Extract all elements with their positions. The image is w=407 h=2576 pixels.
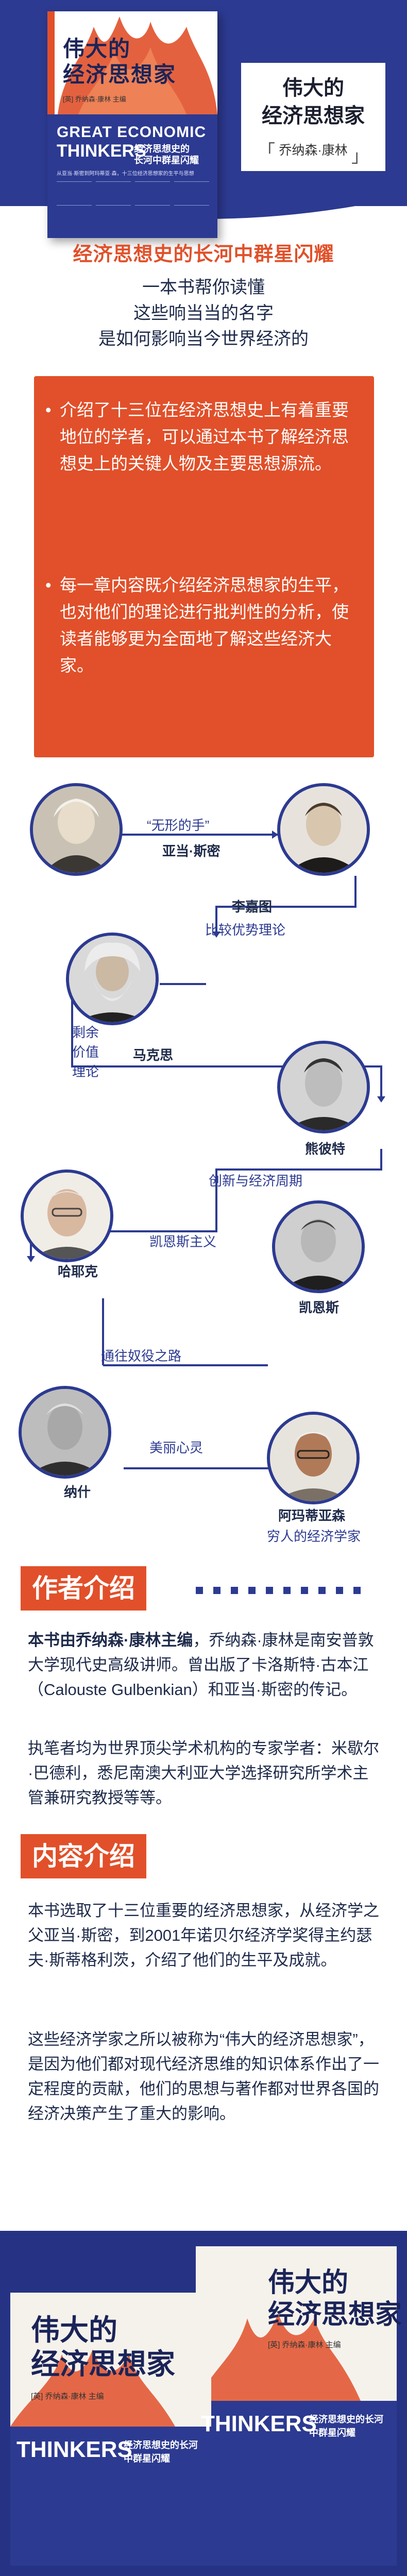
portrait-hayek [21,1170,113,1262]
schumpeter-idea: 创新与经济周期 [209,1173,303,1189]
portrait-schumpeter [277,1041,370,1133]
smith-name: 亚当·斯密 [162,843,221,859]
cover-en-line1: GREAT ECONOMIC [57,124,207,141]
book-cover: 伟大的 经济思想家 [英] 乔纳森·康林 主编 GREAT ECONOMIC T… [47,11,217,238]
intro-line-1: 一本书帮你读懂 [142,278,265,297]
bullet-dot-icon: • [45,575,52,595]
portrait-nash [19,1386,111,1479]
marx-name: 马克思 [133,1047,174,1063]
feature-point-2: • 每一章内容既介绍经济思想家的生平，也对他们的理论进行批判性的分析，使读者能够… [45,572,359,679]
nash-name: 纳什 [64,1484,91,1500]
author-paragraph-2: 执笔者均为世界顶尖学术机构的专家学者：米歇尔·巴德利，悉尼南澳大利亚大学选择研究… [28,1739,379,1807]
photo-front-title: 伟大的经济思想家 [31,2314,175,2380]
keynes-idea: 凯恩斯主义 [149,1234,217,1249]
feature-box: • 介绍了十三位在经济思想史上有着重要地位的学者，可以通过本书了解经济思想史上的… [34,376,374,757]
keynes-name: 凯恩斯 [299,1300,340,1315]
ricardo-idea: 比较优势理论 [205,922,286,938]
cover-band [47,114,217,238]
photo-back-en: THINKERS [201,2411,317,2436]
card-author: 乔纳森·康林 [258,137,369,167]
cover-grid [57,181,211,230]
bullet-dot-icon: • [45,400,52,419]
photo-back-title: 伟大的经济思想家 [268,2268,402,2330]
cover-subtitle: 经济思想史的 长河中群星闪耀 [134,144,199,165]
portrait-ricardo [277,783,370,876]
ricardo-name: 李嘉图 [232,899,273,914]
photo-front-author: [英] 乔纳森·康林 主编 [31,2392,104,2401]
cover-en-line2: THINKERS [57,141,146,161]
content-paragraph-1: 本书选取了十三位重要的经济思想家，从经济学之父亚当·斯密，到2001年诺贝尔经济… [28,1902,379,1969]
photo-front-subtitle: 经济思想史的长河中群星闪耀 [124,2440,198,2464]
marx-idea: 剩余价值理论 [72,1025,99,1079]
schumpeter-name: 熊彼特 [305,1141,346,1157]
author-paragraph-1: 本书由乔纳森·康林主编，乔纳森·康林是南安普敦大学现代史高级讲师。曾出版了卡洛斯… [28,1631,374,1699]
nash-idea: 美丽心灵 [149,1440,204,1455]
smith-quote: “无形的手” [147,818,210,833]
content-paragraph-2: 这些经济学家之所以被称为“伟大的经济思想家”，是因为他们都对现代经济思维的知识体… [28,2030,379,2123]
portrait-smith [30,783,123,876]
author-section-badge: 作者介绍 [21,1566,146,1611]
cover-description: 从亚当·斯密到阿玛蒂亚·森，十三位经济思想家的生平与思想 [57,171,194,177]
cover-author: [英] 乔纳森·康林 主编 [63,95,126,103]
portrait-keynes [272,1200,365,1293]
photo-back-author: [英] 乔纳森·康林 主编 [268,2341,341,2349]
photo-back-subtitle: 经济思想史的长河中群星闪耀 [309,2414,383,2438]
intro-heading: 经济思想史的长河中群星闪耀 [73,244,334,265]
hayek-idea: 通往奴役之路 [101,1348,182,1364]
title-card: 伟大的 经济思想家 乔纳森·康林 [241,63,385,171]
cover-title: 伟大的 经济思想家 [63,37,177,87]
sen-name: 阿玛蒂亚森 [278,1508,346,1523]
portrait-marx [66,933,159,1025]
content-section-badge: 内容介绍 [21,1834,146,1878]
flame-illustration [58,16,217,114]
section-dots [196,1587,371,1597]
sen-idea: 穷人的经济学家 [267,1529,361,1544]
photo-front-en: THINKERS [16,2437,132,2462]
portrait-sen [267,1412,360,1504]
intro-line-3: 是如何影响当今世界经济的 [98,329,309,349]
hayek-name: 哈耶克 [58,1264,98,1279]
card-title: 伟大的 经济思想家 [262,77,365,127]
intro-line-2: 这些响当当的名字 [133,303,274,323]
feature-point-1: • 介绍了十三位在经济思想史上有着重要地位的学者，可以通过本书了解经济思想史上的… [45,397,359,477]
book-photo: 伟大的经济思想家 [英] 乔纳森·康林 主编 THINKERS 经济思想史的长河… [0,2231,407,2576]
